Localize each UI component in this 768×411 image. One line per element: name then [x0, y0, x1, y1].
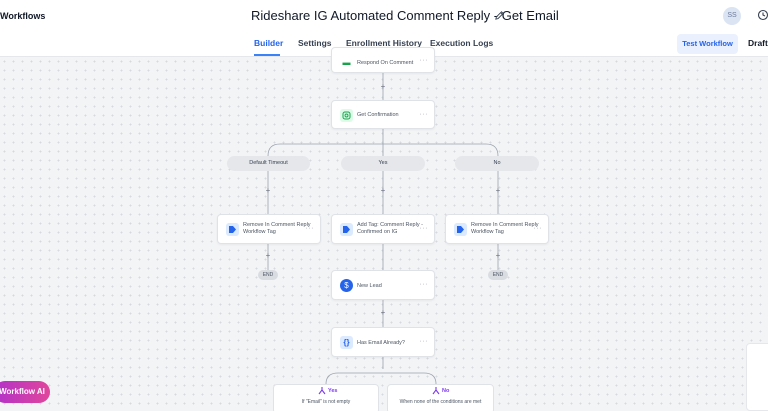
tag-icon: [454, 223, 467, 236]
node-menu-icon[interactable]: ···: [419, 57, 428, 64]
add-step-button[interactable]: +: [380, 186, 386, 195]
condition-text: If "Email" is not empty: [301, 399, 351, 405]
node-remove-tag-no[interactable]: Remove In Comment Reply Workflow Tag ···: [445, 214, 549, 244]
tag-icon: [340, 223, 353, 236]
condition-yes-card[interactable]: Yes If "Email" is not empty: [273, 384, 379, 411]
node-menu-icon[interactable]: ···: [419, 338, 428, 345]
add-step-button[interactable]: +: [495, 186, 501, 195]
node-label: Has Email Already?: [357, 340, 405, 346]
tab-enrollment-history[interactable]: Enrollment History: [346, 38, 423, 48]
add-step-button[interactable]: +: [265, 251, 271, 260]
node-menu-icon[interactable]: ···: [419, 111, 428, 118]
condition-no-card[interactable]: No When none of the conditions are met: [387, 384, 494, 411]
node-label: Respond On Comment: [357, 60, 414, 66]
node-menu-icon[interactable]: ···: [533, 225, 542, 232]
condition-text: When none of the conditions are met: [399, 399, 482, 405]
workflow-title: Rideshare IG Automated Comment Reply - G…: [251, 8, 559, 23]
node-label: New Lead: [357, 283, 382, 289]
tab-execution-logs[interactable]: Execution Logs: [430, 38, 494, 48]
active-tab-indicator: [254, 54, 280, 56]
pencil-icon[interactable]: [494, 10, 505, 21]
workflow-canvas[interactable]: ▬ Respond On Comment ··· + Get Confirmat…: [0, 47, 768, 411]
node-new-lead[interactable]: $ New Lead ···: [331, 270, 435, 300]
node-label-line1: Remove In Comment Reply: [243, 222, 311, 228]
node-label-line2: Workflow Tag: [471, 229, 504, 235]
workflow-ai-button[interactable]: Workflow AI: [0, 381, 50, 403]
split-icon: [432, 387, 440, 395]
tab-settings[interactable]: Settings: [298, 38, 332, 48]
end-marker: END: [258, 270, 278, 280]
workflows-back-link[interactable]: Workflows: [0, 11, 46, 21]
add-step-button[interactable]: +: [495, 251, 501, 260]
node-label-line1: Remove In Comment Reply: [471, 222, 539, 228]
add-step-button[interactable]: +: [265, 186, 271, 195]
top-header: Workflows Rideshare IG Automated Comment…: [0, 0, 768, 33]
add-step-button[interactable]: +: [380, 308, 386, 317]
draft-status-toggle[interactable]: Draft: [748, 38, 768, 48]
avatar[interactable]: SS: [723, 7, 741, 25]
end-marker: END: [488, 270, 508, 280]
tab-builder[interactable]: Builder: [254, 38, 284, 48]
add-step-button[interactable]: +: [380, 82, 386, 91]
node-respond-on-comment[interactable]: ▬ Respond On Comment ···: [331, 47, 435, 73]
dollar-icon: $: [340, 279, 353, 292]
split-icon: [318, 387, 326, 395]
condition-label: No: [442, 388, 450, 394]
node-label-line2: Workflow Tag: [243, 229, 276, 235]
node-label-line2: Confirmed on IG: [357, 229, 398, 235]
node-label: Get Confirmation: [357, 112, 399, 118]
node-menu-icon[interactable]: ···: [419, 281, 428, 288]
node-menu-icon[interactable]: ···: [305, 225, 314, 232]
node-menu-icon[interactable]: ···: [419, 225, 428, 232]
node-label-line1: Add Tag: Comment Reply -: [357, 222, 423, 228]
instagram-icon: [340, 109, 353, 122]
history-icon[interactable]: [757, 9, 768, 21]
node-add-tag-confirmed[interactable]: Add Tag: Comment Reply - Confirmed on IG…: [331, 214, 435, 244]
side-panel-tab[interactable]: [746, 343, 768, 411]
node-remove-tag-timeout[interactable]: Remove In Comment Reply Workflow Tag ···: [217, 214, 321, 244]
branch-yes[interactable]: Yes: [341, 156, 425, 171]
node-has-email-already[interactable]: {} Has Email Already? ···: [331, 327, 435, 357]
condition-label: Yes: [328, 388, 338, 394]
node-get-confirmation[interactable]: Get Confirmation ···: [331, 100, 435, 129]
test-workflow-button[interactable]: Test Workflow: [677, 34, 738, 54]
braces-icon: {}: [340, 336, 353, 349]
comment-icon: ▬: [342, 58, 351, 67]
branch-default-timeout[interactable]: Default Timeout: [227, 156, 310, 171]
branch-no[interactable]: No: [455, 156, 539, 171]
tag-icon: [226, 223, 239, 236]
connector-lines: [267, 73, 499, 385]
